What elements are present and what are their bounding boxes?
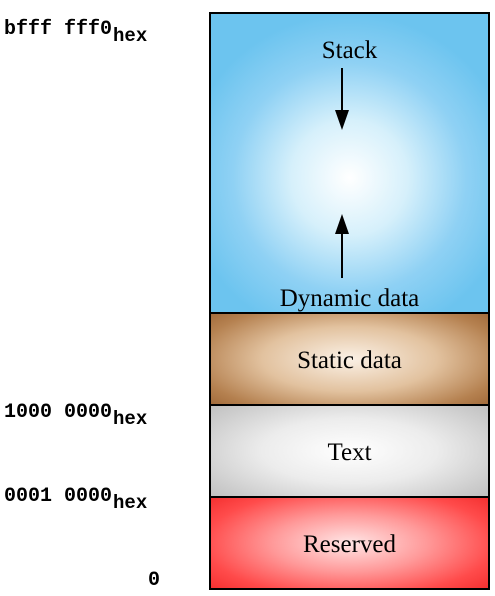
address-zero: 0: [148, 571, 160, 591]
address-stack-top-value: bfff fff0: [4, 18, 113, 41]
stack-label: Stack: [321, 37, 378, 64]
address-text-start: 1000 0000hex: [4, 401, 147, 429]
static-data-label: Static data: [297, 347, 402, 374]
stack-grow-down-arrow: [335, 68, 349, 130]
address-reserved-top-value: 0001 0000: [4, 485, 113, 508]
static-data-segment: Static data: [209, 312, 490, 406]
address-stack-top: bfff fff0hex: [4, 18, 147, 46]
address-zero-value: 0: [148, 569, 161, 592]
dynamic-data-label: Dynamic data: [279, 285, 420, 312]
text-label: Text: [327, 439, 372, 466]
text-segment: Text: [209, 404, 490, 498]
reserved-segment: Reserved: [209, 496, 490, 590]
address-text-start-value: 1000 0000: [4, 401, 113, 424]
address-reserved-top-hex: hex: [113, 492, 148, 514]
address-stack-top-hex: hex: [113, 25, 148, 47]
reserved-label: Reserved: [302, 531, 397, 558]
stack-segment: Stack Dynamic data: [209, 12, 490, 314]
address-text-start-hex: hex: [113, 408, 148, 430]
heap-grow-up-arrow: [335, 214, 349, 278]
address-reserved-top: 0001 0000hex: [4, 485, 147, 513]
